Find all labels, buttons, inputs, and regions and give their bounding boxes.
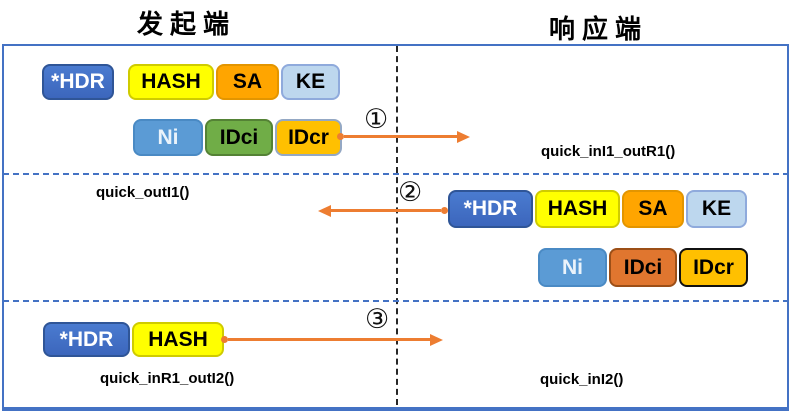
arrow-head-left-icon [318, 204, 331, 217]
diagram-frame [2, 44, 789, 411]
step1-number-badge: ① [364, 104, 389, 135]
step2-payload-idcr: IDcr [679, 248, 748, 287]
step1-payload-hdr: *HDR [42, 64, 114, 100]
step1-payload-sa: SA [216, 64, 279, 100]
section-divider-2 [3, 300, 789, 302]
arrow-line [331, 209, 441, 212]
step1-payload-idci: IDci [205, 119, 273, 156]
step2-arrow-left-icon [318, 204, 448, 217]
step1-payload-ni: Ni [133, 119, 203, 156]
step3-payload-hdr: *HDR [43, 322, 130, 357]
step2-initiator-function: quick_outI1() [96, 184, 190, 201]
step1-responder-function: quick_inI1_outR1() [541, 143, 676, 160]
step1-payload-ke: KE [281, 64, 340, 100]
arrow-line [228, 338, 430, 341]
initiator-column-title: 发起端 [137, 10, 237, 40]
section-divider-1 [3, 173, 789, 175]
step3-payload-hash: HASH [132, 322, 224, 357]
step2-payload-sa: SA [622, 190, 684, 228]
step1-arrow-right-icon [337, 130, 470, 143]
step1-payload-idcr: IDcr [275, 119, 342, 156]
arrow-start-dot [441, 207, 448, 214]
step3-number-badge: ③ [365, 304, 390, 335]
step2-payload-ni: Ni [538, 248, 607, 287]
step2-payload-ke: KE [686, 190, 747, 228]
arrow-head-right-icon [430, 333, 443, 346]
step1-payload-hash: HASH [128, 64, 214, 100]
step3-initiator-function: quick_inR1_outI2() [100, 370, 235, 387]
step2-payload-idci: IDci [609, 248, 677, 287]
center-lifeline-divider [396, 46, 398, 405]
responder-column-title: 响应端 [549, 15, 649, 45]
step3-arrow-right-icon [221, 333, 443, 346]
step3-responder-function: quick_inI2() [540, 371, 624, 388]
step2-payload-hdr: *HDR [448, 190, 533, 228]
arrow-start-dot [221, 336, 228, 343]
arrow-head-right-icon [457, 130, 470, 143]
step2-payload-hash: HASH [535, 190, 620, 228]
arrow-start-dot [337, 133, 344, 140]
arrow-line [344, 135, 457, 138]
step2-number-badge: ② [398, 177, 423, 208]
